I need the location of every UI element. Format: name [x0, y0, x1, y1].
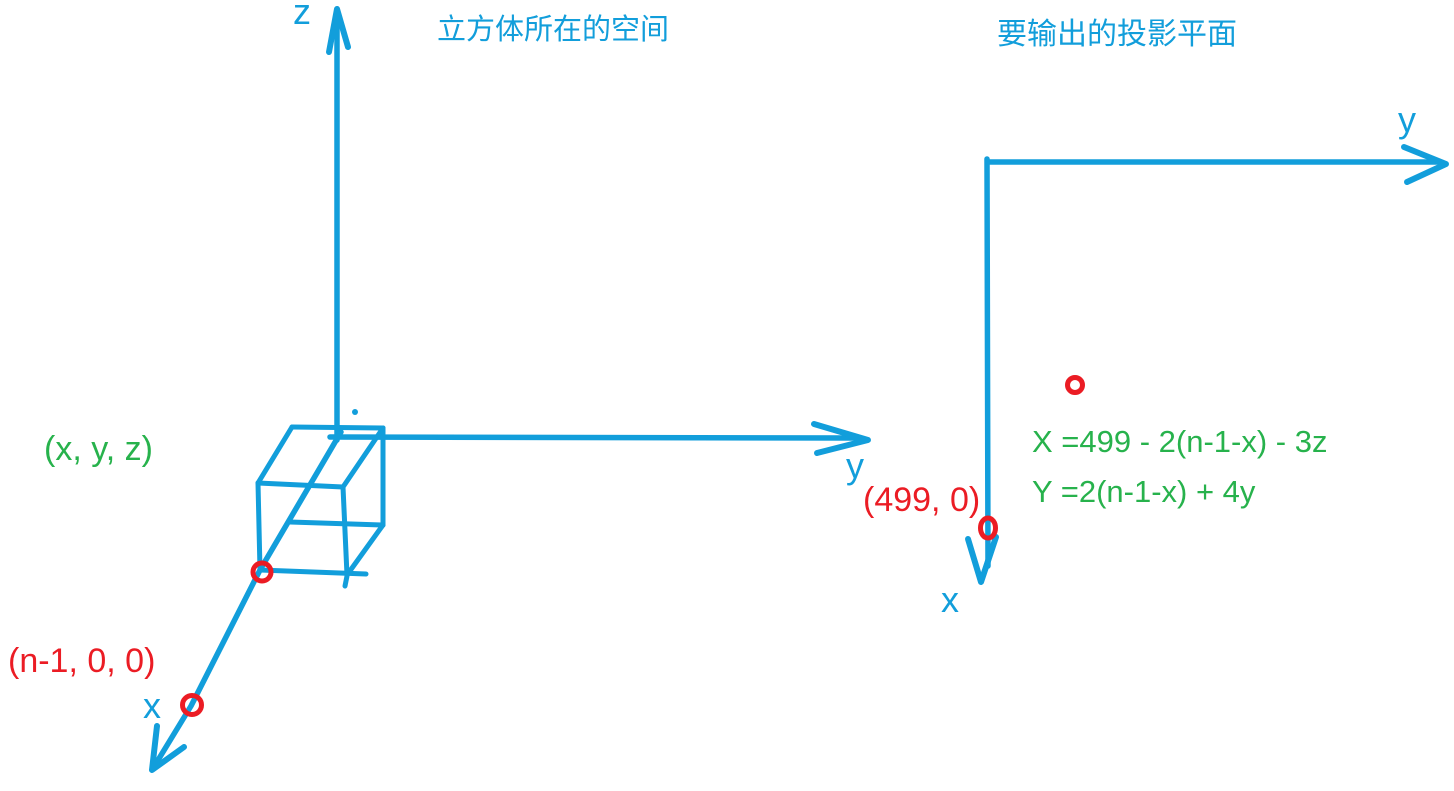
stray-dot: [352, 409, 358, 415]
cube-connector-top-right: [340, 425, 386, 490]
right-x-axis-line: [984, 156, 991, 569]
left-space-title: 立方体所在的空间: [437, 14, 670, 46]
n-1-point-coordinates: (n-1, 0, 0): [8, 642, 156, 680]
left-y-axis-line: [327, 434, 859, 441]
left-x-axis-label: x: [143, 685, 161, 726]
cube-point-coordinates: (x, y, z): [44, 430, 153, 468]
cube-front-left-edge: [255, 480, 263, 573]
cube-corner-overshoot-tick: [342, 573, 350, 589]
projected-point-marker: [1065, 375, 1085, 395]
right-y-axis-label: y: [1398, 99, 1416, 140]
right-x-axis-label: x: [941, 579, 959, 620]
right-x-axis-arrowhead: [965, 534, 999, 585]
red-point-markers: [180, 375, 1085, 717]
left-space-axes: [149, 6, 871, 773]
cube-connector-bottom-right: [344, 522, 386, 578]
cube-corner-point-marker: [250, 560, 274, 584]
projection-plane-title: 要输出的投影平面: [997, 18, 1237, 51]
left-y-axis-label: y: [846, 445, 864, 486]
left-z-axis-label: z: [293, 0, 311, 32]
projection-formula-y: Y =2(n-1-x) + 4y: [1032, 474, 1256, 509]
n-1-point-marker: [180, 693, 204, 717]
projection-plane-axes: [965, 144, 1449, 585]
left-z-axis-arrowhead: [326, 6, 351, 55]
cube-connector-top-left: [255, 424, 295, 486]
cube-front-top-edge: [255, 480, 346, 490]
left-x-axis-line: [149, 429, 344, 773]
cube-wireframe: [255, 424, 386, 589]
left-x-axis-arrowhead: [149, 723, 187, 773]
origin-499-coordinates: (499, 0): [863, 481, 981, 519]
cube-front-right-edge: [340, 484, 350, 578]
projection-formula-x: X =499 - 2(n-1-x) - 3z: [1032, 424, 1328, 459]
left-y-axis-arrowhead: [811, 421, 871, 456]
origin-499-point-marker: [978, 515, 998, 541]
right-y-axis-arrowhead: [1401, 144, 1449, 185]
cube-back-top-edge: [289, 424, 386, 431]
cube-back-bottom-edge: [287, 519, 386, 528]
